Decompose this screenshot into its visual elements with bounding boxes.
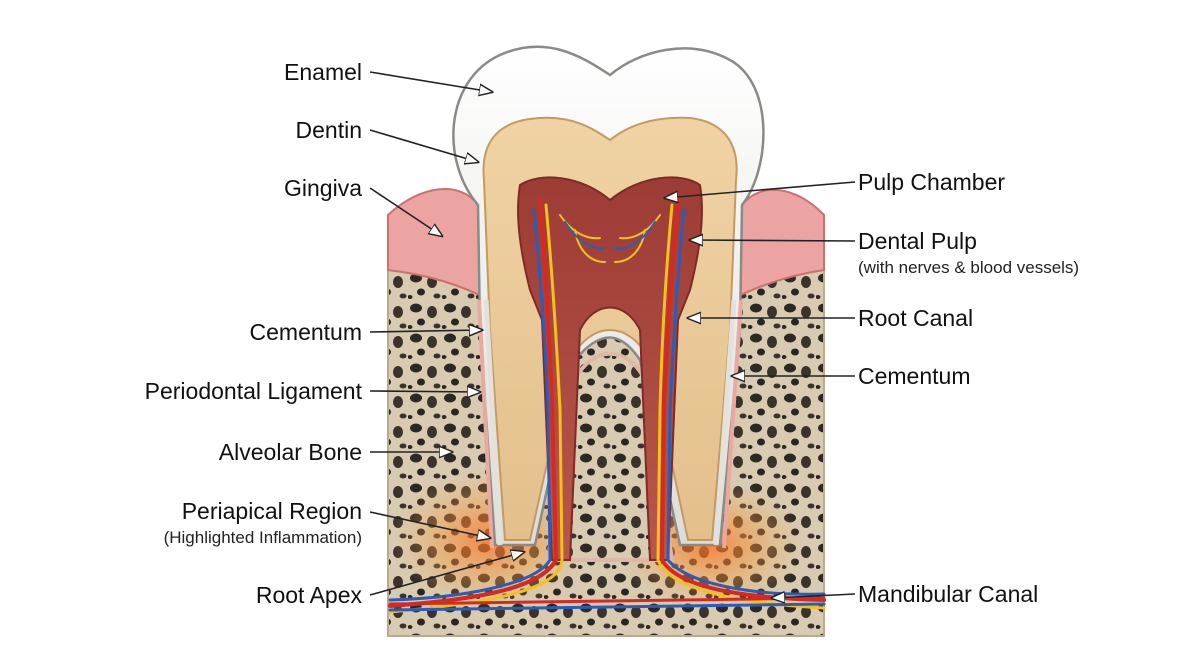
label-dental-pulp-sub: (with nerves & blood vessels) (858, 258, 1080, 277)
leader-periapical-region (369, 511, 490, 538)
label-dental-pulp: Dental Pulp (858, 228, 977, 254)
cementum-right-line (713, 299, 737, 546)
label-alveolar-bone: Alveolar Bone (218, 439, 362, 465)
leader-mandibular-canal (772, 594, 856, 598)
leader-root-apex (369, 552, 524, 596)
leader-cementum-left (369, 330, 482, 332)
ligament-right-line (722, 299, 743, 549)
label-mandibular-canal: Mandibular Canal (858, 581, 1039, 607)
label-enamel: Enamel (284, 59, 362, 85)
label-periodontal-ligament: Periodontal Ligament (144, 378, 362, 404)
label-periapical-region: Periapical Region (181, 498, 362, 524)
leader-dental-pulp (690, 240, 856, 241)
label-pulp-chamber: Pulp Chamber (858, 169, 1006, 195)
label-cementum-left: Cementum (249, 319, 362, 345)
leader-dentin (369, 129, 478, 162)
pulp-vessels (388, 198, 826, 614)
leader-gingiva (369, 187, 442, 236)
pulp-chamber (517, 176, 703, 561)
label-root-canal: Root Canal (858, 305, 974, 331)
cementum-left-line (483, 299, 503, 546)
leader-enamel (369, 71, 492, 92)
label-dentin: Dentin (295, 117, 362, 143)
label-gingiva: Gingiva (284, 175, 362, 201)
label-root-apex: Root Apex (255, 582, 362, 608)
leader-pulp-chamber (665, 181, 856, 198)
ligament-left-line (477, 299, 494, 549)
label-cementum-right: Cementum (858, 363, 971, 389)
leader-periodontal-ligament (369, 391, 480, 392)
label-periapical-sub: (Highlighted Inflammation) (163, 528, 362, 547)
leader-lines (369, 71, 856, 598)
